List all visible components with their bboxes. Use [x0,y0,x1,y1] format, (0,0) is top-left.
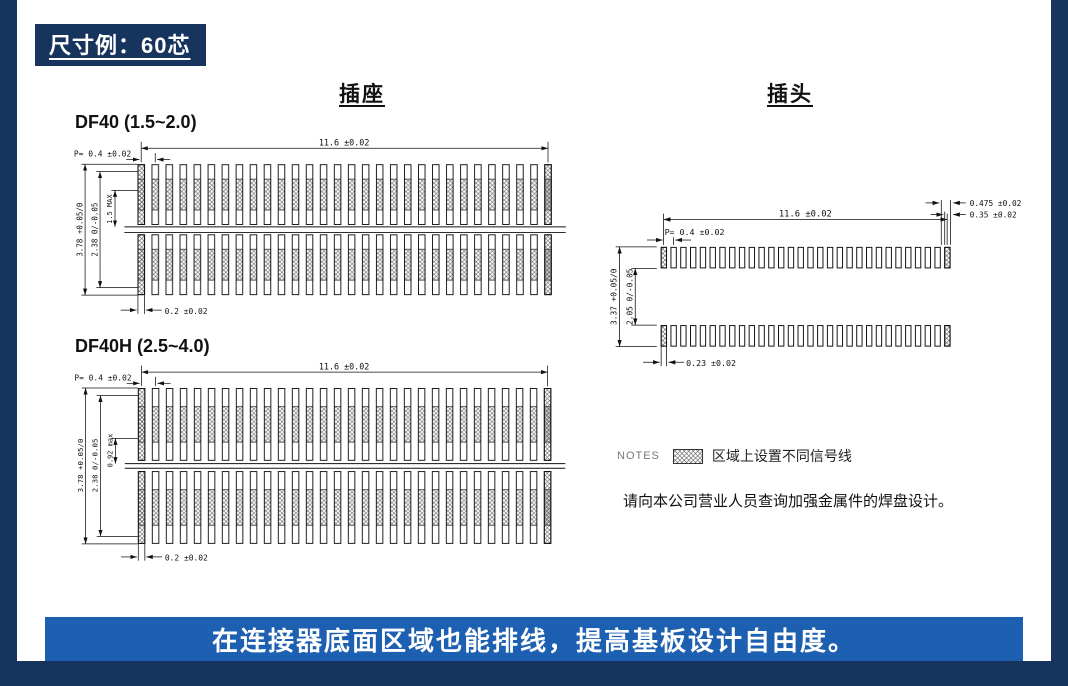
df40h-bottom-pin-row [137,471,553,544]
df40h-dim-width: 11.6 ±0.02 [319,361,369,371]
plug-dim-pitch: P= 0.4 ±0.02 [665,227,725,237]
df40-bottom-pin-row [137,234,553,296]
notes-row: NOTES 区域上设置不同信号线 [617,446,852,466]
page-title-text: 尺寸例：60芯 [49,33,191,58]
plug-dim-height-inner: 2.05 0/-0.05 [625,268,634,325]
df40-top-pin-row [137,164,553,225]
plug-bottom-pin-row [660,325,952,347]
df40h-dim-pitch: P= 0.4 ±0.02 [74,374,131,383]
content-area: 尺寸例：60芯 插座 插头 DF40 (1.5~2.0) [17,0,1051,661]
notes-remark: 请向本公司营业人员查询加强金属件的焊盘设计。 [623,493,954,510]
plug-top-pin-row [660,246,952,269]
df40h-label: DF40H (2.5~4.0) [75,336,210,356]
notes-label: NOTES [617,450,660,462]
df40-dim-height-outer: 3.78 +0.05/0 [75,202,84,256]
df40h-dimension-lines [81,365,566,561]
hatch-legend-swatch-icon [672,448,703,464]
df40h-dim-depth: 0.92 max [107,434,115,468]
df40-dim-depth: 1.5 MAX [105,194,114,224]
plug-dim-end-pad: 0.475 ±0.02 [970,199,1022,208]
df40h-receptacle-drawing: 11.6 ±0.02 P= 0.4 ±0.02 3.78 +0.05/0 2.3… [74,361,566,563]
plug-dim-pad: 0.35 ±0.02 [970,211,1017,220]
df40-dim-pad-width: 0.2 ±0.02 [165,307,208,316]
df40h-dim-height-outer: 3.78 +0.05/0 [76,439,85,493]
df40-dim-pitch: P= 0.4 ±0.02 [74,150,132,159]
df40h-dim-height-inner: 2.38 0/-0.05 [91,439,100,493]
df40-dim-width: 11.6 ±0.02 [319,137,370,147]
page-title: 尺寸例：60芯 [35,24,207,66]
df40-dim-height-inner: 2.38 0/-0.05 [90,203,99,257]
notes-legend-text: 区域上设置不同信号线 [711,448,852,464]
df40h-top-pin-row [137,388,553,461]
plug-dim-height-outer: 3.37 +0.05/0 [610,268,619,325]
bottom-banner-text: 在连接器底面区域也能排线，提高基板设计自由度。 [211,625,856,656]
column-header-plug: 插头 [767,83,813,106]
df40-receptacle-drawing: 11.6 ±0.02 P= 0.4 ±0.02 3.78 +0.05/0 2.3… [74,137,566,316]
plug-dim-pad-width: 0.23 ±0.02 [686,358,736,368]
bottom-banner: 在连接器底面区域也能排线，提高基板设计自由度。 [45,617,1023,661]
plug-dim-width: 11.6 ±0.02 [779,210,832,220]
df40-label: DF40 (1.5~2.0) [75,112,197,132]
plug-drawing: 11.6 ±0.02 0.475 ±0.02 0.35 ±0.02 P= 0.4… [610,199,1022,368]
df40-dimension-lines [81,141,566,314]
column-header-receptacle: 插座 [339,83,385,106]
df40h-dim-pad-width: 0.2 ±0.02 [165,554,208,563]
plug-dimension-lines [615,199,966,367]
